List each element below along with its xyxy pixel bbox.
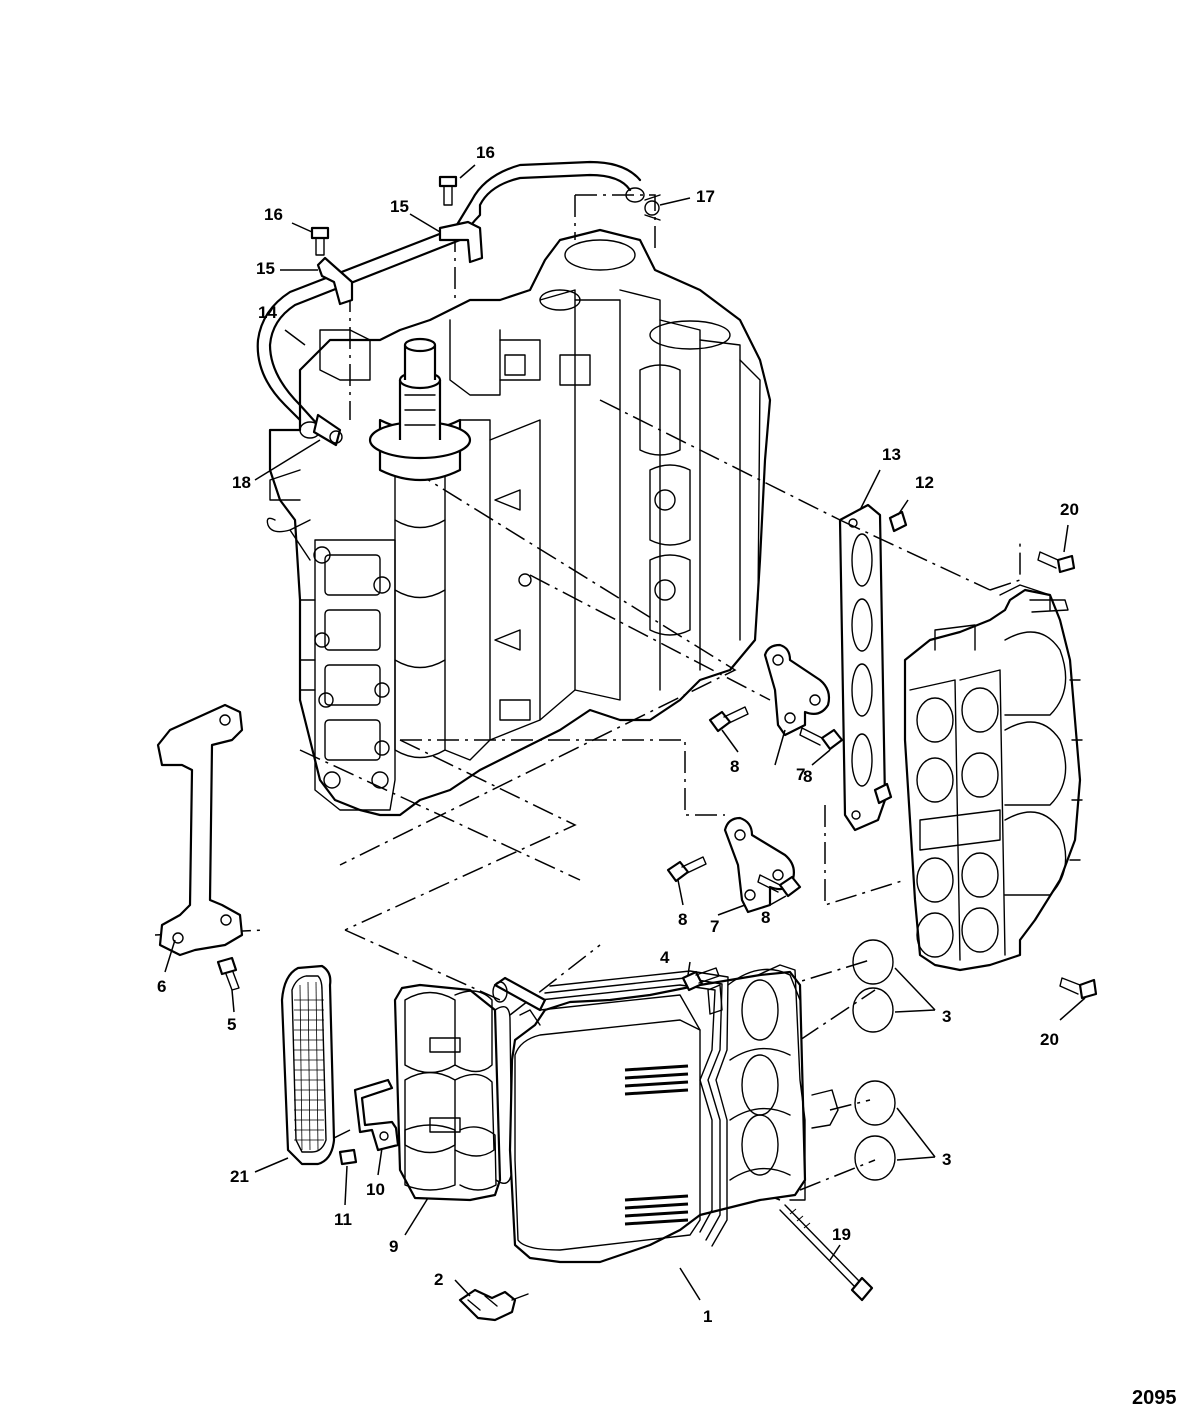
- callout-8-b: 8: [803, 767, 812, 786]
- clip-17: [644, 194, 661, 221]
- pin-12-lower: [873, 782, 893, 805]
- callout-19: 19: [832, 1225, 851, 1244]
- bolt-8-a: [708, 706, 749, 733]
- callout-13: 13: [882, 445, 901, 464]
- callout-8-c: 8: [678, 910, 687, 929]
- bracket-7-upper: [763, 643, 831, 737]
- clamp-15-upper: [438, 220, 484, 264]
- clamp-15-left: [316, 256, 354, 306]
- intake-manifold-1: [492, 964, 839, 1264]
- bolt-8-b: [799, 727, 844, 751]
- callout-2: 2: [434, 1270, 443, 1289]
- callout-labels: 1 2 3 3 4 5 6 7 7 8 8 8 8 9 10 11 12 13 …: [157, 143, 1177, 1409]
- filter-screen-21: [280, 964, 336, 1166]
- callout-3-lower: 3: [942, 1150, 951, 1169]
- bracket-6: [156, 703, 244, 957]
- callout-18: 18: [232, 473, 251, 492]
- callout-15-left: 15: [256, 259, 275, 278]
- fitting-18: [312, 413, 343, 447]
- callout-3-upper: 3: [942, 1007, 951, 1026]
- bracket-7-lower: [723, 816, 795, 914]
- callout-10: 10: [366, 1180, 385, 1199]
- reed-discs-3-upper: [852, 939, 894, 1033]
- bolt-20-upper: [1037, 551, 1076, 574]
- screw-16-left: [310, 226, 330, 256]
- bracket-10: [353, 1078, 400, 1152]
- callout-11: 11: [334, 1210, 352, 1229]
- screw-4: [681, 967, 720, 992]
- callout-6: 6: [157, 977, 166, 996]
- powerhead-block: [266, 228, 772, 817]
- bolt-8-c: [666, 856, 707, 883]
- callout-8-a: 8: [730, 757, 739, 776]
- bolt-19: [779, 1204, 874, 1302]
- callout-12: 12: [915, 473, 934, 492]
- bolt-20-lower: [1059, 977, 1098, 1000]
- callout-14: 14: [258, 303, 277, 322]
- callout-7-upper: 7: [796, 765, 805, 784]
- callout-20-upper: 20: [1060, 500, 1079, 519]
- figure-number: 2095: [1132, 1387, 1177, 1409]
- bolt-8-d: [757, 874, 802, 898]
- silencer-9: [393, 983, 513, 1202]
- reed-discs-3-lower: [854, 1080, 896, 1181]
- screw-16-upper: [438, 175, 458, 206]
- callout-20-lower: 20: [1040, 1030, 1059, 1049]
- callout-15-upper: 15: [390, 197, 409, 216]
- callout-1: 1: [703, 1307, 712, 1326]
- callout-16-left: 16: [264, 205, 283, 224]
- callout-9: 9: [389, 1237, 398, 1256]
- callout-21: 21: [230, 1167, 249, 1186]
- screw-5: [216, 956, 240, 991]
- throttle-body-assembly: [903, 584, 1083, 972]
- sensor-2: [458, 1288, 529, 1322]
- callout-17: 17: [696, 187, 715, 206]
- leader-lines: [164, 164, 1086, 1301]
- callout-7-lower: 7: [710, 917, 719, 936]
- screw-11: [338, 1148, 358, 1166]
- gasket-13: [838, 503, 887, 832]
- callout-5: 5: [227, 1015, 236, 1034]
- callout-4: 4: [660, 948, 670, 967]
- callout-8-d: 8: [761, 908, 770, 927]
- callout-16-upper: 16: [476, 143, 495, 162]
